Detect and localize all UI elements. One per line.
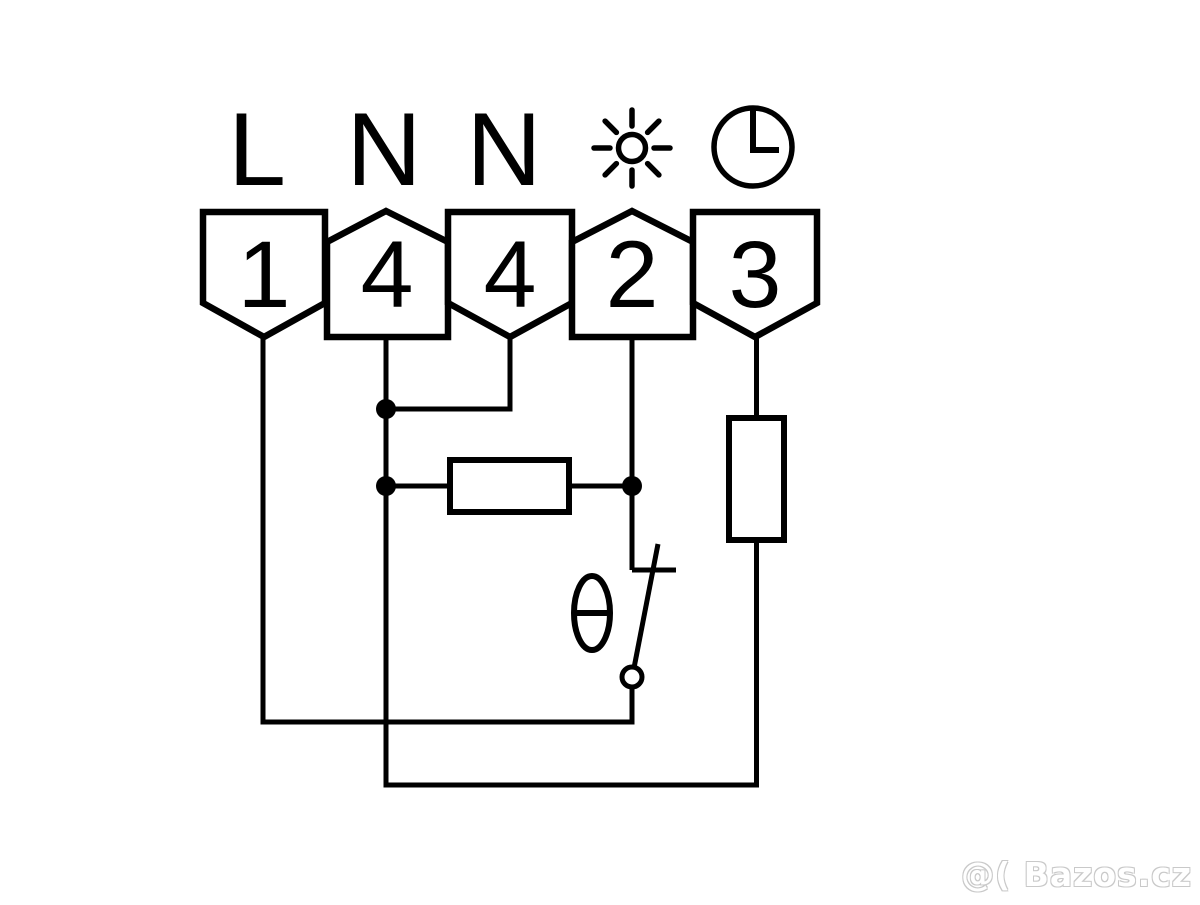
clock-icon [711,105,795,189]
sun-ray-sw [602,160,620,178]
sun-ray-ne [644,118,662,136]
switch-blade [631,543,661,669]
sun-ray-se [644,160,662,178]
terminal-shape-1 [199,208,329,341]
terminals [199,207,821,341]
terminal-shape-4b [444,208,576,341]
terminal-number-2: 2 [606,222,659,328]
wire-terminal1-to-switch [260,330,635,725]
clock-hands [750,110,779,153]
label-L: L [228,92,286,208]
sun-icon [591,107,673,189]
vertical-resistor [726,415,787,543]
watermark-bazos: @( Bazos.cz [961,855,1192,894]
terminal-number-4b: 4 [484,222,537,328]
top-labels: L N N [228,92,541,208]
terminal-number-1: 1 [238,222,291,328]
switch-pivot-circle [619,664,645,690]
junction-dots [376,399,642,496]
label-N1: N [346,92,421,208]
horizontal-resistor [447,457,572,515]
terminal-number-3: 3 [729,222,782,328]
wire-terminal4-to-vertical-resistor [383,330,759,788]
junction-dot-3 [622,476,642,496]
theta-icon [571,573,613,653]
junction-dot-1 [376,399,396,419]
junction-dot-2 [376,476,396,496]
label-N2: N [466,92,541,208]
terminal-number-4a: 4 [361,222,414,328]
clock-face [711,105,795,189]
wire-terminal4b-to-junction [386,330,513,412]
thermostat-switch [619,543,676,690]
theta-ellipse [571,573,613,653]
wires [260,330,759,788]
sun-circle [615,131,649,165]
terminal-numbers: 1 4 4 2 3 [238,222,782,328]
terminal-shape-3 [689,208,821,341]
sun-ray-nw [602,118,620,136]
